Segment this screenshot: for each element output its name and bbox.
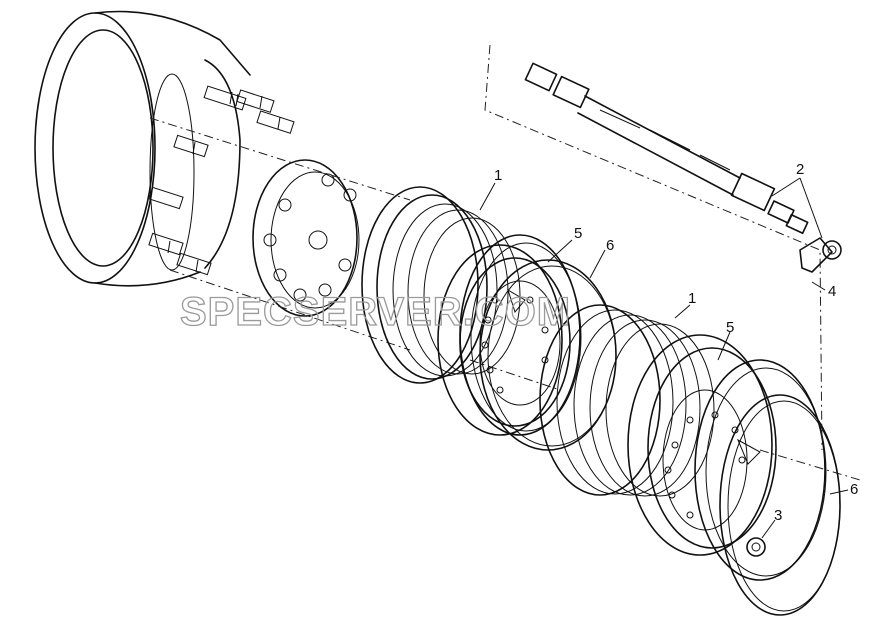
callout-5-side-ring-inner: 5 [574,225,582,242]
axis-line-3 [469,359,561,391]
leader-5a [547,239,573,263]
axis-line-4 [759,449,861,481]
leader-5b [717,331,731,361]
callout-2-valve-parts: 2 [796,161,804,178]
callout-1-outer-wheel: 1 [688,290,696,307]
stud-3 [256,110,295,134]
leader-2a [771,177,801,197]
lock-ring-inner [479,259,617,451]
disc-wheel-outer [539,304,777,556]
lock-ring-outer [719,394,841,616]
side-ring-outer [694,359,827,581]
stud-2 [236,89,275,113]
callout-6-lock-ring-inner: 6 [606,237,614,254]
axis-line-1 [149,117,411,201]
leader-6a [589,249,606,279]
stud-4 [173,134,209,158]
stud-6 [148,232,184,256]
wheel-studs [148,85,295,276]
callout-5-side-ring-outer: 5 [726,319,734,336]
callout-4-bracket: 4 [828,283,836,300]
stud-1 [203,85,247,111]
callout-3-wheel-nut: 3 [774,507,782,524]
leader-4 [811,281,826,291]
leader-6b [829,489,849,495]
wheel-nut [746,537,766,557]
stud-7 [176,252,212,276]
side-ring-inner [459,234,582,436]
valve-extension-hose [484,44,823,451]
stud-5 [148,186,184,210]
callout-1-inner-wheel: 1 [494,167,502,184]
callout-6-lock-ring-outer: 6 [850,481,858,498]
brake-drum-hub [34,10,251,287]
leader-1b [674,304,691,319]
leader-lines [479,177,849,539]
watermark: SPECSERVER.COM [180,290,571,334]
leader-2b [799,177,823,239]
valve-bracket [799,237,842,273]
leader-1a [479,182,496,211]
leader-3 [761,519,776,539]
hub-flange [252,159,360,317]
